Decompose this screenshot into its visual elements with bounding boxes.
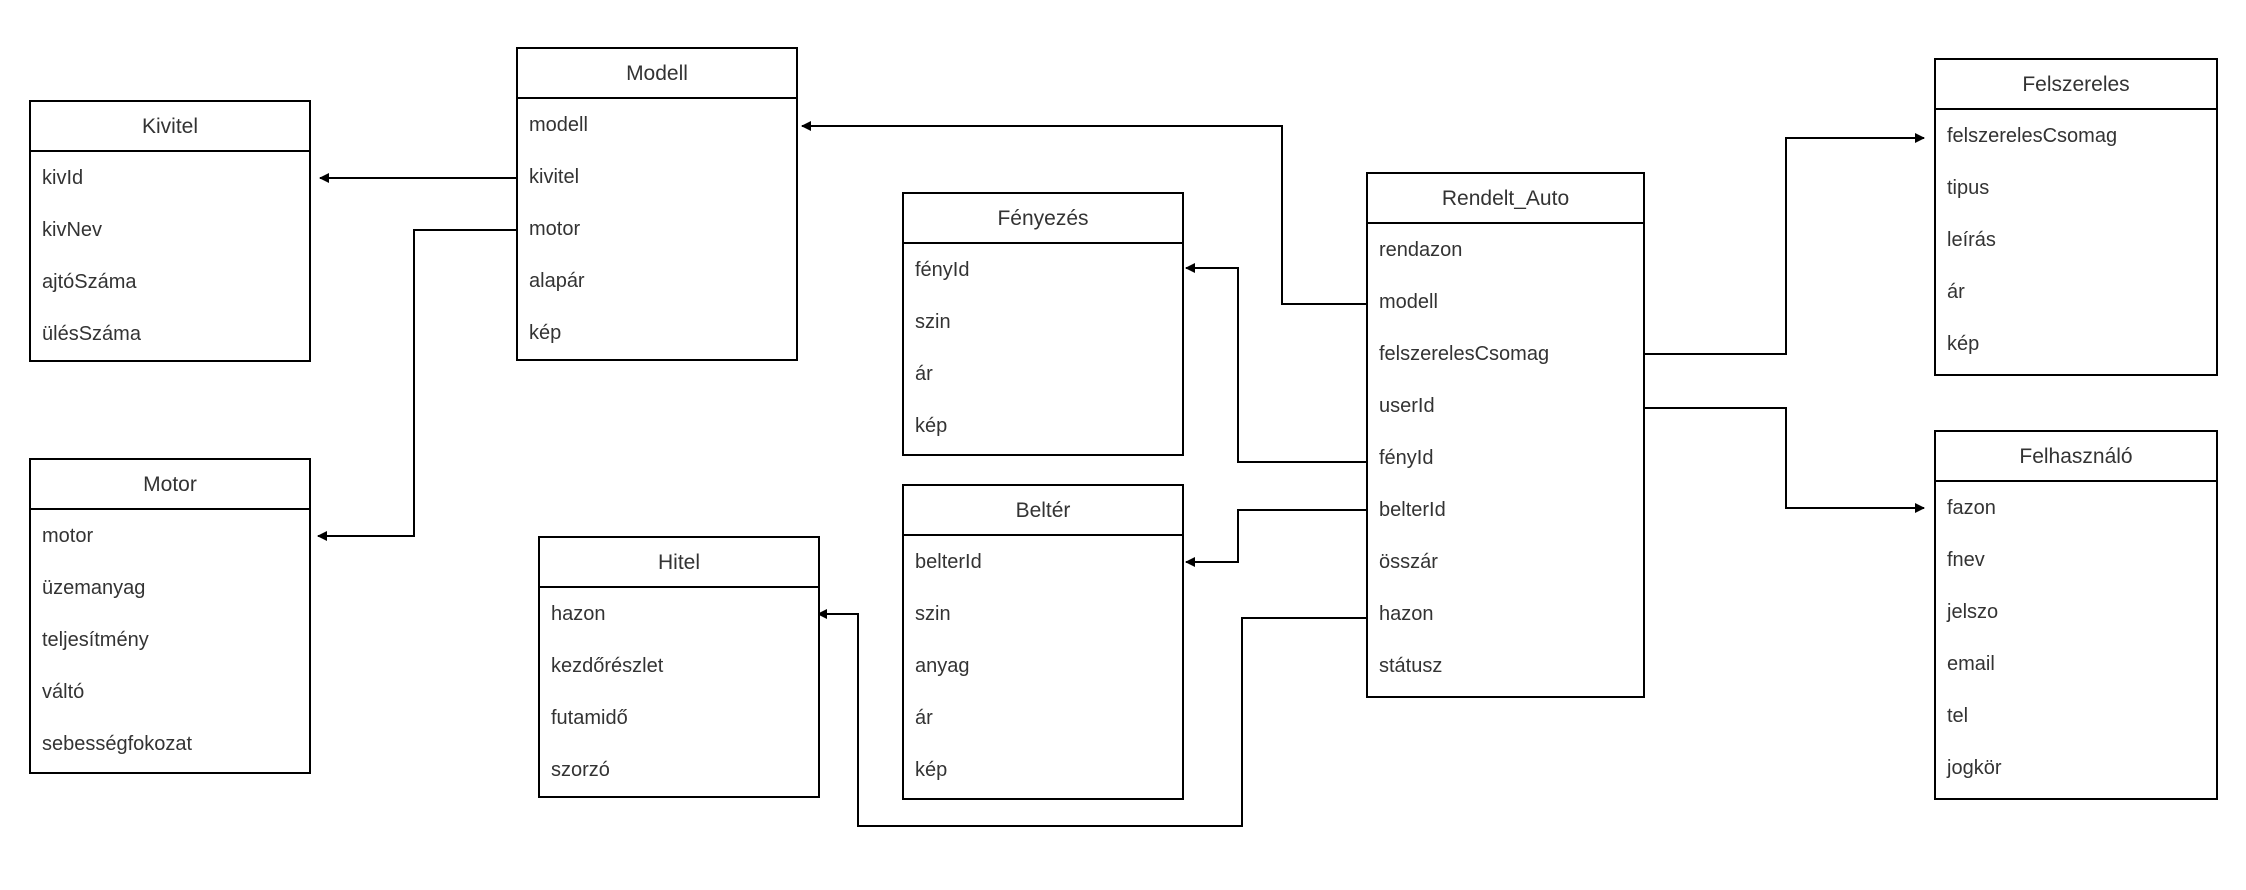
attribute: email [1947, 653, 1995, 675]
entity-hitel[interactable]: Hitel hazon kezdőrészlet futamidő szorzó [538, 536, 820, 798]
relation-rendelt-belter [1185, 509, 1366, 567]
relation-rendelt-fenyezes [1185, 263, 1366, 463]
attribute: jelszo [1947, 601, 1999, 623]
relation-modell-motor [317, 229, 520, 541]
attribute: hazon [1379, 603, 1434, 625]
attribute: anyag [915, 655, 970, 677]
entity-modell[interactable]: Modell modell kivitel motor alapár kép [516, 47, 798, 361]
attribute: kivNev [42, 219, 103, 241]
entity-title: Felszereles [1936, 60, 2216, 110]
attribute: fényId [1379, 447, 1434, 469]
attribute: szin [915, 603, 951, 625]
entity-title: Hitel [540, 538, 818, 588]
attribute: fnev [1947, 549, 1985, 571]
attribute: ülésSzáma [42, 323, 141, 345]
attribute: motor [42, 525, 94, 547]
attribute: felszerelesCsomag [1379, 343, 1550, 365]
entity-title: Rendelt_Auto [1368, 174, 1643, 224]
entity-felszereles[interactable]: Felszereles felszerelesCsomag tipus leír… [1934, 58, 2218, 376]
relation-rendelt-felszereles [1643, 133, 1925, 355]
attribute: tipus [1947, 177, 1990, 199]
attribute: kép [915, 759, 948, 781]
entity-felhasznalo[interactable]: Felhasználó fazon fnev jelszo email tel … [1934, 430, 2218, 800]
relation-rendelt-felhasznalo [1643, 407, 1925, 513]
entity-motor[interactable]: Motor motor üzemanyag teljesítmény váltó… [29, 458, 311, 774]
entity-title: Beltér [904, 486, 1182, 536]
entity-title: Motor [31, 460, 309, 510]
attribute: ár [915, 707, 933, 729]
attribute: jogkör [1947, 757, 2002, 779]
relation-rendelt-hitel [817, 609, 1366, 827]
entity-title: Felhasználó [1936, 432, 2216, 482]
attribute: kép [1947, 333, 1980, 355]
attribute: leírás [1947, 229, 1996, 251]
entity-kivitel[interactable]: Kivitel kivId kivNev ajtóSzáma ülésSzáma [29, 100, 311, 362]
entity-title: Fényezés [904, 194, 1182, 244]
attribute: fazon [1947, 497, 1996, 519]
attribute: userId [1379, 395, 1435, 417]
attribute: motor [529, 218, 581, 240]
attribute: kezdőrészlet [551, 655, 664, 677]
attribute: üzemanyag [42, 577, 146, 599]
attribute: státusz [1379, 655, 1443, 677]
attribute: belterId [915, 551, 982, 573]
attribute: kép [529, 322, 562, 344]
entity-belter[interactable]: Beltér belterId szin anyag ár kép [902, 484, 1184, 800]
attribute: felszerelesCsomag [1947, 125, 2118, 147]
attribute: modell [529, 114, 588, 136]
entity-rendelt-auto[interactable]: Rendelt_Auto rendazon modell felszereles… [1366, 172, 1645, 698]
attribute: sebességfokozat [42, 733, 193, 755]
attribute: belterId [1379, 499, 1446, 521]
attribute: tel [1947, 705, 1969, 727]
attribute: fényId [915, 259, 970, 281]
attribute: rendazon [1379, 239, 1463, 261]
attribute: ár [915, 363, 933, 385]
entity-title: Kivitel [31, 102, 309, 152]
attribute: futamidő [551, 707, 628, 729]
attribute: ár [1947, 281, 1965, 303]
attribute: modell [1379, 291, 1438, 313]
attribute: kép [915, 415, 948, 437]
attribute: kivitel [529, 166, 580, 188]
entity-title: Modell [518, 49, 796, 99]
attribute: ajtóSzáma [42, 271, 137, 293]
attribute: szin [915, 311, 951, 333]
attribute: teljesítmény [42, 629, 149, 651]
relation-rendelt-modell [801, 121, 1366, 305]
attribute: alapár [529, 270, 585, 292]
entity-fenyezes[interactable]: Fényezés fényId szin ár kép [902, 192, 1184, 456]
attribute: váltó [42, 681, 85, 703]
attribute: kivId [42, 167, 84, 189]
attribute: szorzó [551, 759, 610, 781]
attribute: összár [1379, 551, 1438, 573]
attribute: hazon [551, 603, 606, 625]
